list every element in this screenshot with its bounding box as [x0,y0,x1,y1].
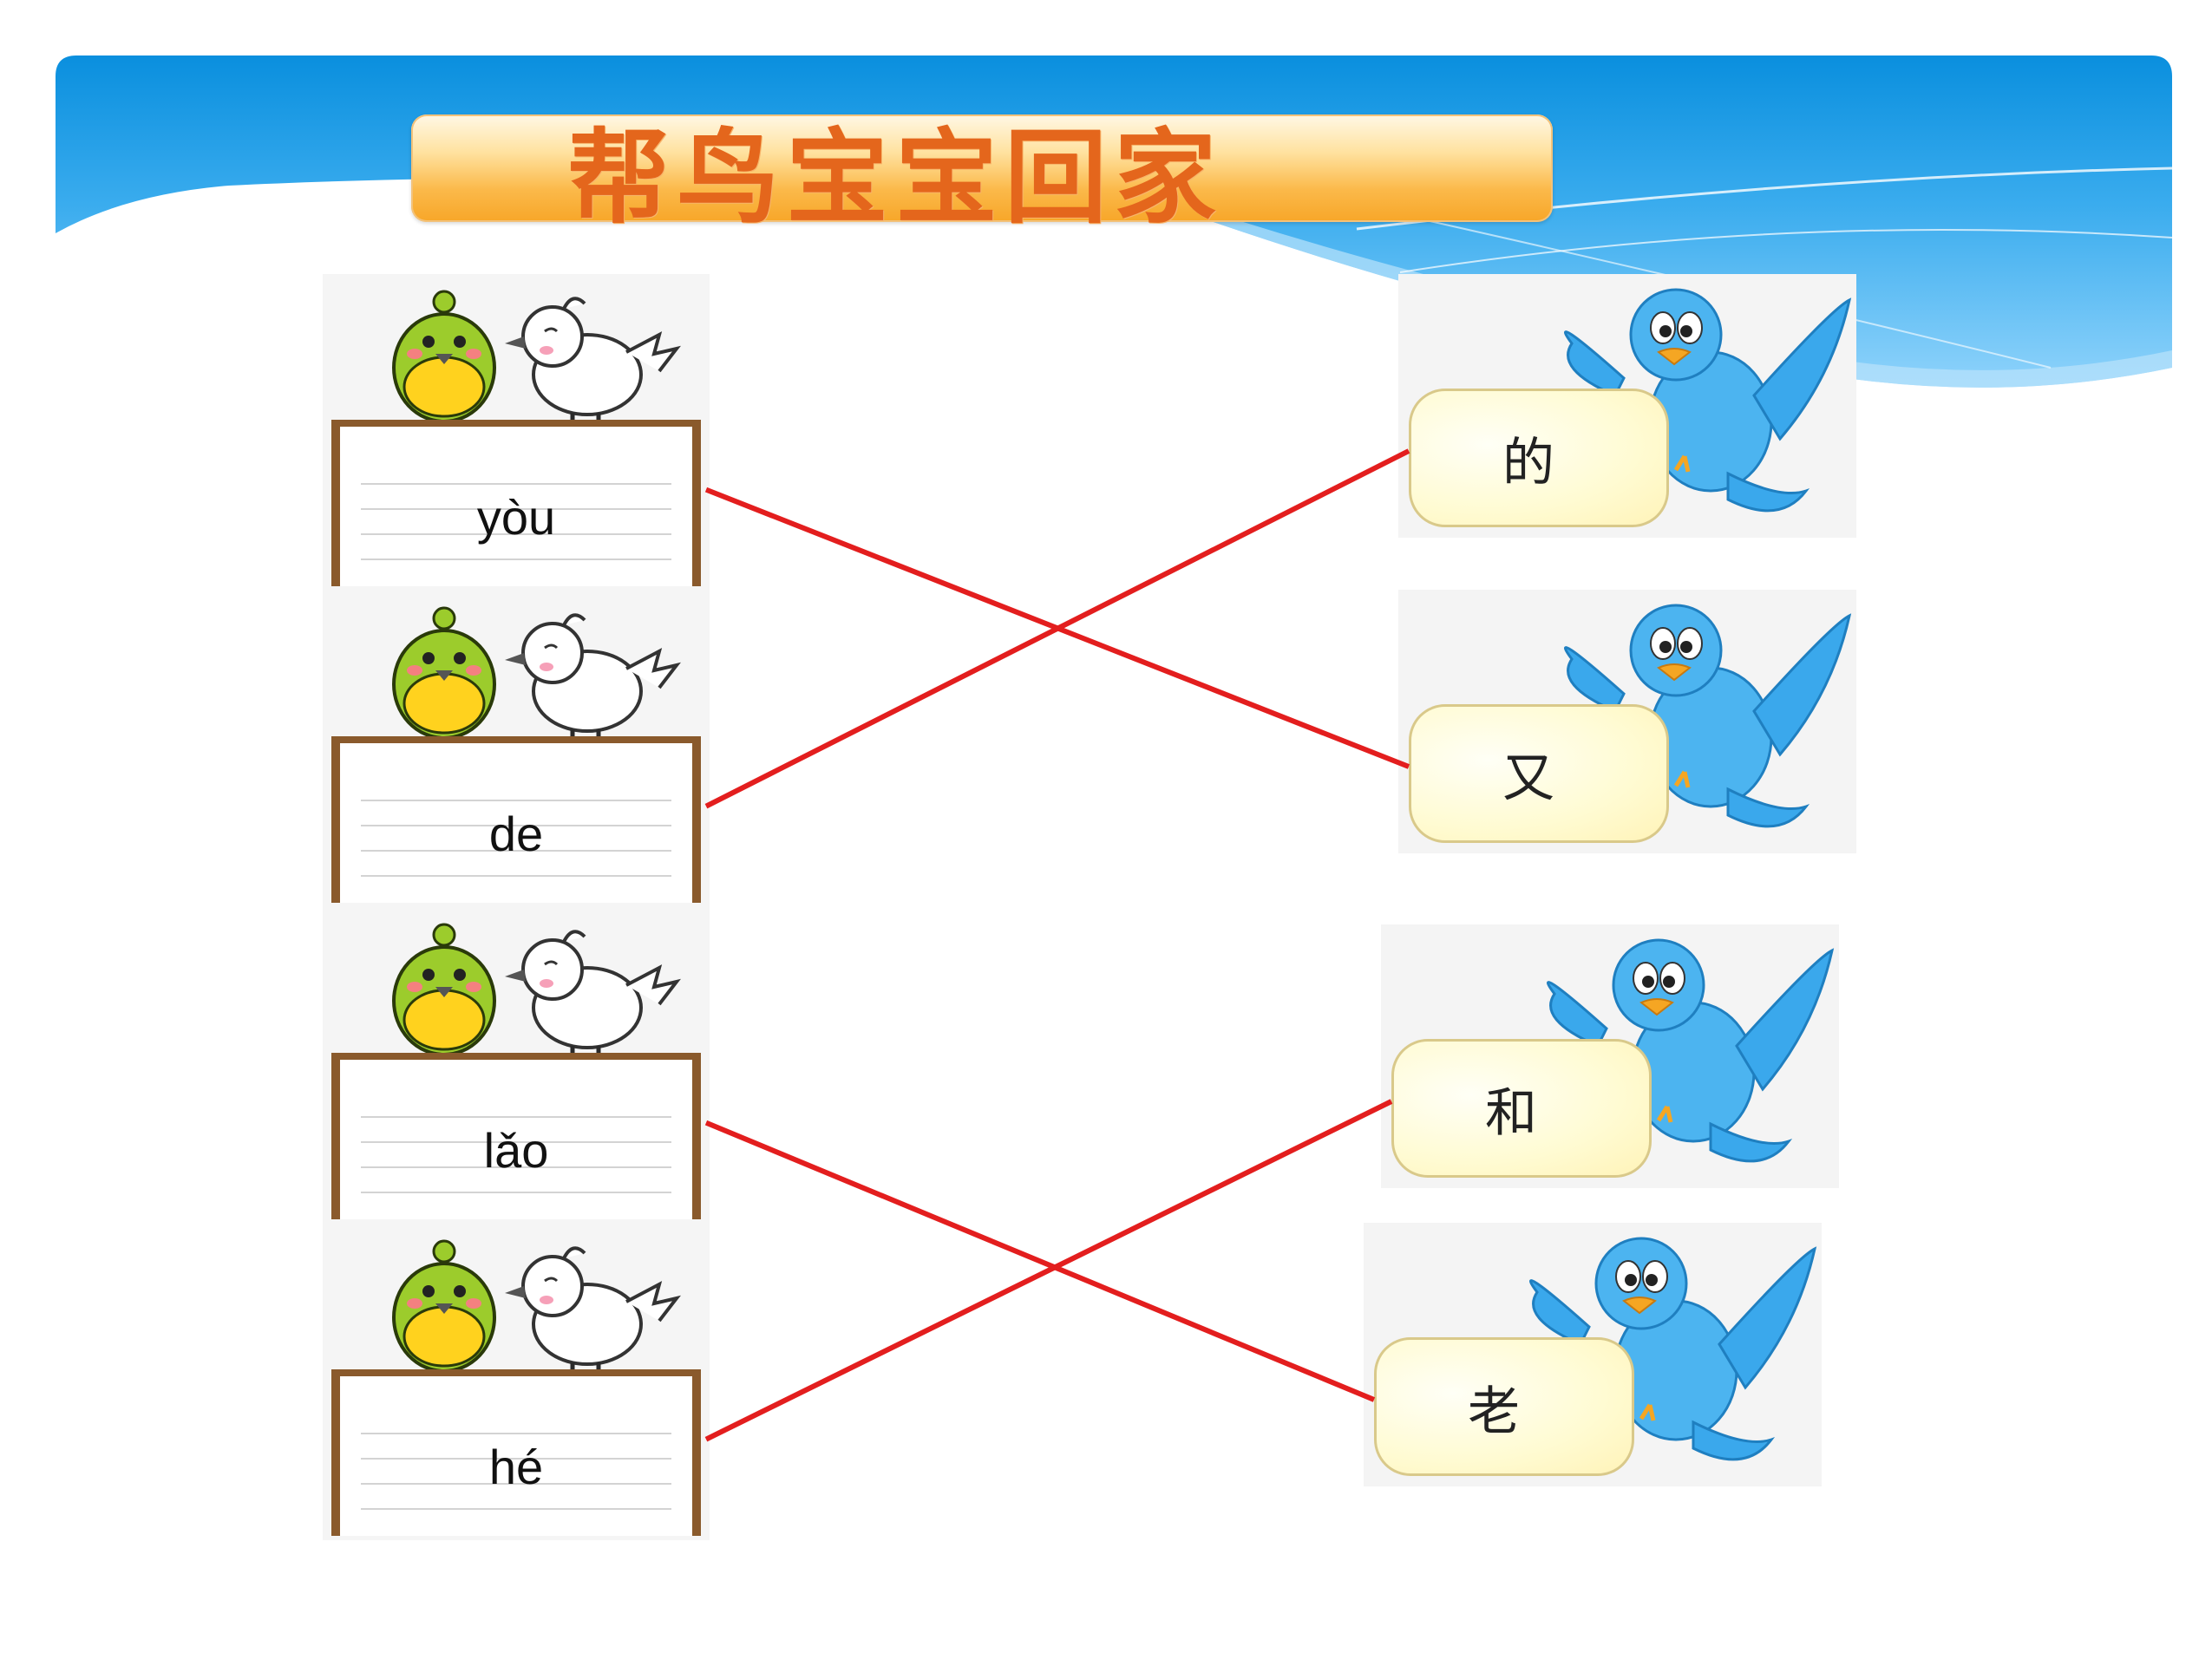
speech-bubble: 老 [1374,1337,1634,1476]
pinyin-board: lǎo [331,1053,701,1219]
pinyin-label: lǎo [483,1123,549,1178]
title-banner: 帮鸟宝宝回家 [411,114,1553,238]
writing-lines [361,460,671,567]
match-line [704,448,1410,809]
match-line [704,1120,1376,1402]
writing-lines [361,1409,671,1517]
birds-perched-icon [392,1239,681,1375]
pinyin-label: yòu [476,490,556,545]
pinyin-label: hé [488,1440,544,1494]
birds-perched-icon [392,606,681,742]
hanzi-label: 和 [1485,1083,1537,1144]
hanzi-card-4[interactable]: 老 [1364,1223,1822,1486]
pinyin-label: de [488,807,544,861]
speech-bubble: 的 [1409,389,1669,527]
speech-bubble: 又 [1409,704,1669,843]
white-bird-icon [505,613,681,742]
green-chick-icon [392,290,496,426]
birds-perched-icon [392,923,681,1059]
green-chick-icon [392,606,496,742]
pinyin-board: de [331,736,701,903]
blue-bird-icon [1547,938,1835,1163]
pinyin-card-3[interactable]: lǎo [323,907,710,1224]
hanzi-label: 又 [1502,748,1554,809]
birds-perched-icon [392,290,681,426]
white-bird-icon [505,297,681,426]
pinyin-board: hé [331,1369,701,1536]
hanzi-card-1[interactable]: 的 [1398,274,1856,538]
match-line [704,487,1410,769]
page-title: 帮鸟宝宝回家 [566,116,1223,238]
hanzi-card-3[interactable]: 和 [1381,924,1839,1188]
writing-lines [361,776,671,884]
green-chick-icon [392,1239,496,1375]
writing-lines [361,1093,671,1200]
pinyin-board: yòu [331,420,701,586]
white-bird-icon [505,1246,681,1375]
hanzi-label: 老 [1468,1381,1520,1442]
match-line [704,1099,1393,1442]
blue-bird-icon [1564,604,1852,828]
hanzi-card-2[interactable]: 又 [1398,590,1856,853]
pinyin-card-1[interactable]: yòu [323,274,710,591]
pinyin-card-2[interactable]: de [323,591,710,907]
blue-bird-icon [1564,288,1852,513]
hanzi-label: 的 [1502,433,1554,493]
pinyin-card-4[interactable]: hé [323,1224,710,1540]
blue-bird-icon [1529,1237,1817,1461]
speech-bubble: 和 [1391,1039,1652,1178]
green-chick-icon [392,923,496,1059]
white-bird-icon [505,930,681,1059]
